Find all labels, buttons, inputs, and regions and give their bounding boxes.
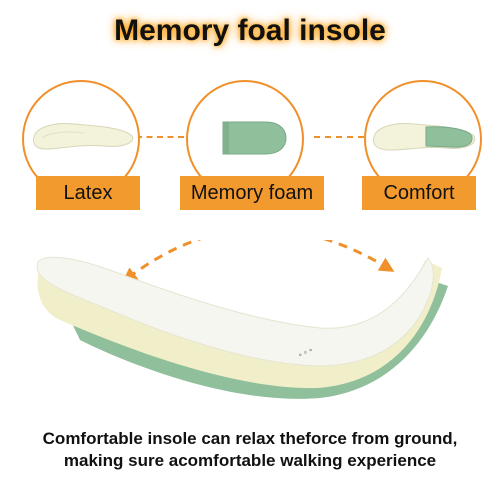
memory-foam-label-text: Memory foam	[190, 181, 314, 204]
memory-foam-piece-icon	[222, 121, 287, 155]
latex-label: Latex	[36, 176, 140, 210]
latex-label-text: Latex	[63, 181, 113, 204]
comfort-label-text: Comfort	[383, 181, 455, 204]
insole-illustration: ◦ ◦ ◦	[36, 240, 448, 399]
memory-foam-label: Memory foam	[180, 176, 324, 210]
comfort-label: Comfort	[362, 176, 476, 210]
connector-line-right	[314, 136, 364, 138]
fabric-top	[36, 256, 434, 367]
latex-insole-icon	[33, 123, 134, 150]
caption: Comfortable insole can relax theforce fr…	[0, 428, 500, 472]
page-title: Memory foal insole	[114, 14, 386, 47]
caption-line-1: Comfortable insole can relax theforce fr…	[42, 429, 458, 448]
comfort-insole-icon	[373, 123, 476, 151]
caption-line-2: making sure acomfortable walking experie…	[63, 451, 437, 470]
flex-arrow	[122, 240, 395, 283]
connector-line-left	[136, 136, 184, 138]
